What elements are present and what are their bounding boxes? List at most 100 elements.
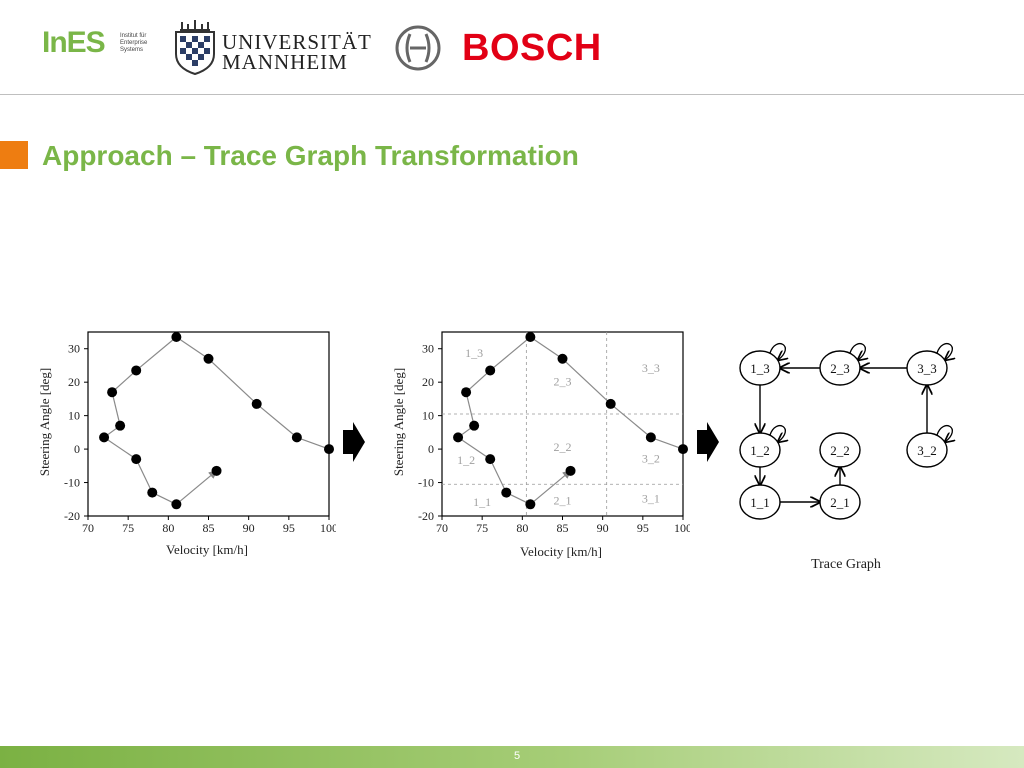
trace-point (211, 465, 222, 476)
graph-node-label: 2_3 (830, 361, 850, 376)
trace-segment (208, 358, 258, 405)
slide-title: Approach – Trace Graph Transformation (42, 140, 579, 171)
region-label: 3_1 (642, 492, 660, 506)
transform-arrow-icon (343, 422, 365, 462)
trace-segment (103, 436, 137, 460)
graph-node (739, 432, 781, 468)
trace-segment (135, 336, 177, 371)
title-marker (0, 141, 28, 169)
y-tick-label: 20 (422, 375, 434, 389)
y-tick-label: 30 (68, 342, 80, 356)
graph-node-label: 1_3 (750, 361, 770, 376)
trace-point (525, 499, 536, 510)
trace-point (453, 432, 464, 443)
trace-point (485, 365, 496, 376)
self-loop-edge (936, 343, 952, 360)
y-tick-label: 10 (422, 409, 434, 423)
region-label: 2_1 (554, 493, 572, 507)
ines-logo-subtitle: Institut für Enterprise Systems (120, 33, 148, 53)
y-tick-label: -10 (64, 476, 80, 490)
y-tick-label: 0 (428, 442, 434, 456)
x-tick-label: 70 (436, 521, 448, 535)
trace-segment (529, 470, 572, 505)
y-tick-label: 20 (68, 375, 80, 389)
region-label: 1_3 (465, 346, 483, 360)
x-tick-label: 80 (516, 521, 528, 535)
trace-segment (562, 358, 612, 405)
chart2-y-axis-label: Steering Angle [deg] (391, 368, 406, 476)
university-crest-icon (175, 20, 215, 76)
graph-node-label: 2_1 (830, 495, 850, 510)
x-tick-label: 70 (82, 521, 94, 535)
trace-segment (111, 392, 121, 426)
graph-node (906, 432, 948, 468)
x-tick-label: 85 (557, 521, 569, 535)
graph-node-label: 1_2 (750, 443, 770, 458)
trace-point (203, 353, 214, 364)
trace-point (605, 398, 616, 409)
graph-node-label: 1_1 (750, 495, 770, 510)
x-tick-label: 100 (320, 521, 336, 535)
x-tick-label: 80 (162, 521, 174, 535)
trace-segment (530, 336, 563, 360)
self-loop-edge (936, 425, 952, 442)
bosch-wordmark: BOSCH (462, 27, 602, 69)
x-tick-label: 100 (674, 521, 690, 535)
trace-point (557, 353, 568, 364)
trace-segment (457, 436, 491, 460)
graph-node-label: 3_2 (917, 443, 937, 458)
university-mannheim-logo: UNIVERSITÄT MANNHEIM (170, 16, 371, 78)
trace-point (469, 420, 480, 431)
trace-segment (489, 336, 531, 371)
slide-header: InES Institut für Enterprise Systems UNI… (0, 0, 1024, 95)
bosch-logo: BOSCH (394, 24, 614, 72)
trace-segment (176, 336, 209, 360)
trace-point (461, 387, 472, 398)
trace-point (131, 365, 142, 376)
region-label: 3_2 (642, 451, 660, 465)
x-tick-label: 95 (637, 521, 649, 535)
trace-point (171, 332, 182, 343)
trace-segment (610, 403, 652, 438)
graph-node (906, 350, 948, 386)
trace-point (525, 332, 536, 343)
trace-point (147, 487, 158, 498)
x-tick-label: 90 (243, 521, 255, 535)
self-loop-edge (769, 343, 785, 360)
trace-point (291, 432, 302, 443)
y-tick-label: 10 (68, 409, 80, 423)
trace-point (645, 432, 656, 443)
graph-node (819, 432, 861, 468)
graph-node (819, 350, 861, 386)
trace-point (501, 487, 512, 498)
trace-point (324, 444, 334, 455)
ines-logo: InES Institut für Enterprise Systems (42, 26, 152, 70)
trace-segment (465, 370, 491, 393)
chart1-y-axis-label: Steering Angle [deg] (37, 368, 52, 476)
transform-arrow-icon (697, 422, 719, 462)
region-label: 1_1 (473, 495, 491, 509)
region-label: 3_3 (642, 361, 660, 375)
region-label: 1_2 (457, 453, 475, 467)
footer-bar (0, 746, 1024, 768)
graph-node (739, 350, 781, 386)
trace-segment (175, 470, 218, 505)
trace-segment (111, 370, 137, 393)
x-tick-label: 75 (476, 521, 488, 535)
trace-segment (465, 392, 475, 426)
y-tick-label: 30 (422, 342, 434, 356)
bosch-armature-icon (395, 25, 441, 71)
graph-node-label: 3_3 (917, 361, 937, 376)
graph-node (819, 484, 861, 520)
trace-point (131, 454, 142, 465)
region-label: 2_2 (554, 440, 572, 454)
trace-segment (135, 458, 153, 493)
trace-point (251, 398, 262, 409)
ines-logo-wordmark: InES (42, 26, 106, 59)
y-tick-label: -20 (418, 509, 434, 523)
graph-node (739, 484, 781, 520)
y-tick-label: -20 (64, 509, 80, 523)
